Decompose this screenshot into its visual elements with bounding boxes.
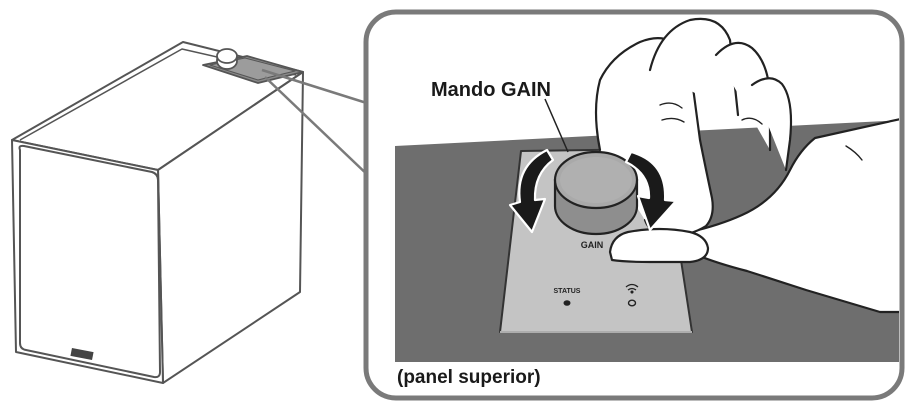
subwoofer-front-bezel <box>18 144 161 379</box>
wireless-led <box>627 299 637 307</box>
rotate-left-arrow-icon <box>508 148 555 234</box>
gain-label: GAIN <box>581 240 604 250</box>
knob-label: Mando GAIN <box>431 79 551 101</box>
subwoofer-control-plate <box>202 48 304 84</box>
callout-connector <box>261 68 374 181</box>
subwoofer-front-face <box>11 139 164 384</box>
status-label: STATUS <box>554 288 581 295</box>
knob-leader-line <box>544 98 569 153</box>
subwoofer-logo-badge <box>70 347 94 361</box>
rotate-right-arrow-icon <box>624 150 678 232</box>
gain-knob[interactable] <box>553 150 639 236</box>
status-led <box>563 300 571 306</box>
subwoofer <box>11 41 304 384</box>
panel-caption: (panel superior) <box>397 367 541 388</box>
wifi-icon <box>625 283 639 294</box>
